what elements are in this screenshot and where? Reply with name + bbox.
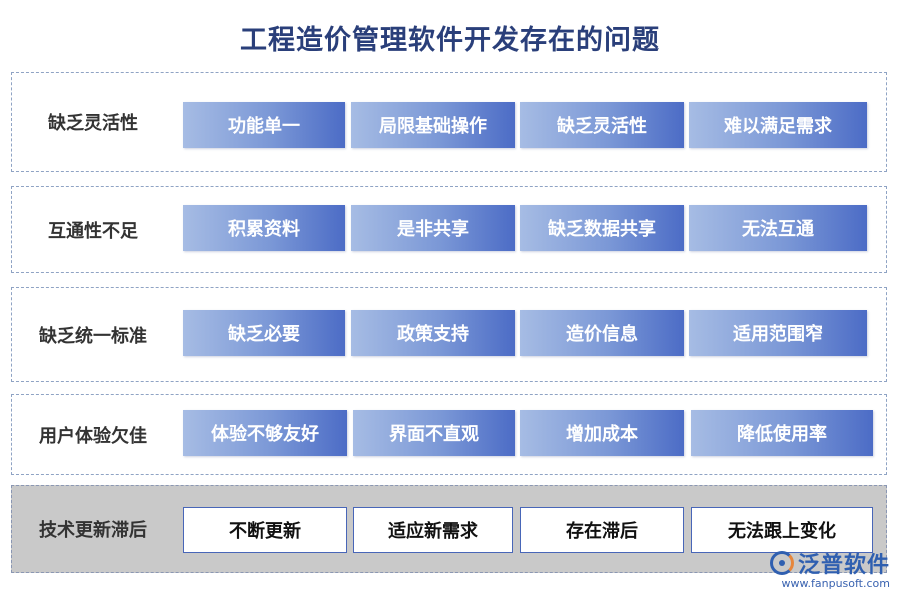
row-label: 互通性不足	[48, 220, 138, 242]
row-technology: 技术更新滞后 不断更新 适应新需求 存在滞后 无法跟上变化	[11, 485, 887, 573]
row-standards: 缺乏统一标准 缺乏必要 政策支持 造价信息 适用范围窄	[11, 287, 887, 382]
row-interoperability: 互通性不足 积累资料 是非共享 缺乏数据共享 无法互通	[11, 186, 887, 273]
issue-box: 政策支持	[351, 310, 515, 356]
row-label: 缺乏灵活性	[48, 113, 138, 134]
issue-box: 积累资料	[183, 205, 345, 251]
issue-box: 不断更新	[183, 507, 347, 553]
issue-box: 适用范围窄	[689, 310, 867, 356]
row-label: 缺乏统一标准	[39, 325, 147, 347]
issue-box: 降低使用率	[691, 410, 873, 456]
issue-box: 无法互通	[689, 205, 867, 251]
page-title: 工程造价管理软件开发存在的问题	[240, 25, 660, 56]
logo-url: www.fanpusoft.com	[781, 577, 890, 590]
issue-box: 是非共享	[351, 205, 515, 251]
issue-box: 体验不够友好	[183, 410, 347, 456]
issue-box: 无法跟上变化	[691, 507, 873, 553]
brand-logo: 泛普软件 www.fanpusoft.com	[769, 547, 890, 590]
issue-box: 造价信息	[520, 310, 684, 356]
issue-box: 缺乏必要	[183, 310, 345, 356]
issue-box: 难以满足需求	[689, 102, 867, 148]
issue-box: 缺乏数据共享	[520, 205, 684, 251]
issue-box: 缺乏灵活性	[520, 102, 684, 148]
issue-box: 局限基础操作	[351, 102, 515, 148]
issue-box: 存在滞后	[520, 507, 684, 553]
row-user-experience: 用户体验欠佳 体验不够友好 界面不直观 增加成本 降低使用率	[11, 394, 887, 475]
row-flexibility: 缺乏灵活性 功能单一 局限基础操作 缺乏灵活性 难以满足需求	[11, 72, 887, 172]
issue-box: 功能单一	[183, 102, 345, 148]
row-label: 技术更新滞后	[39, 520, 147, 541]
logo-icon	[769, 551, 794, 575]
row-label: 用户体验欠佳	[39, 425, 147, 447]
issue-box: 界面不直观	[353, 410, 515, 456]
issue-box: 增加成本	[520, 410, 684, 456]
issue-box: 适应新需求	[353, 507, 513, 553]
logo-name: 泛普软件	[797, 553, 890, 578]
